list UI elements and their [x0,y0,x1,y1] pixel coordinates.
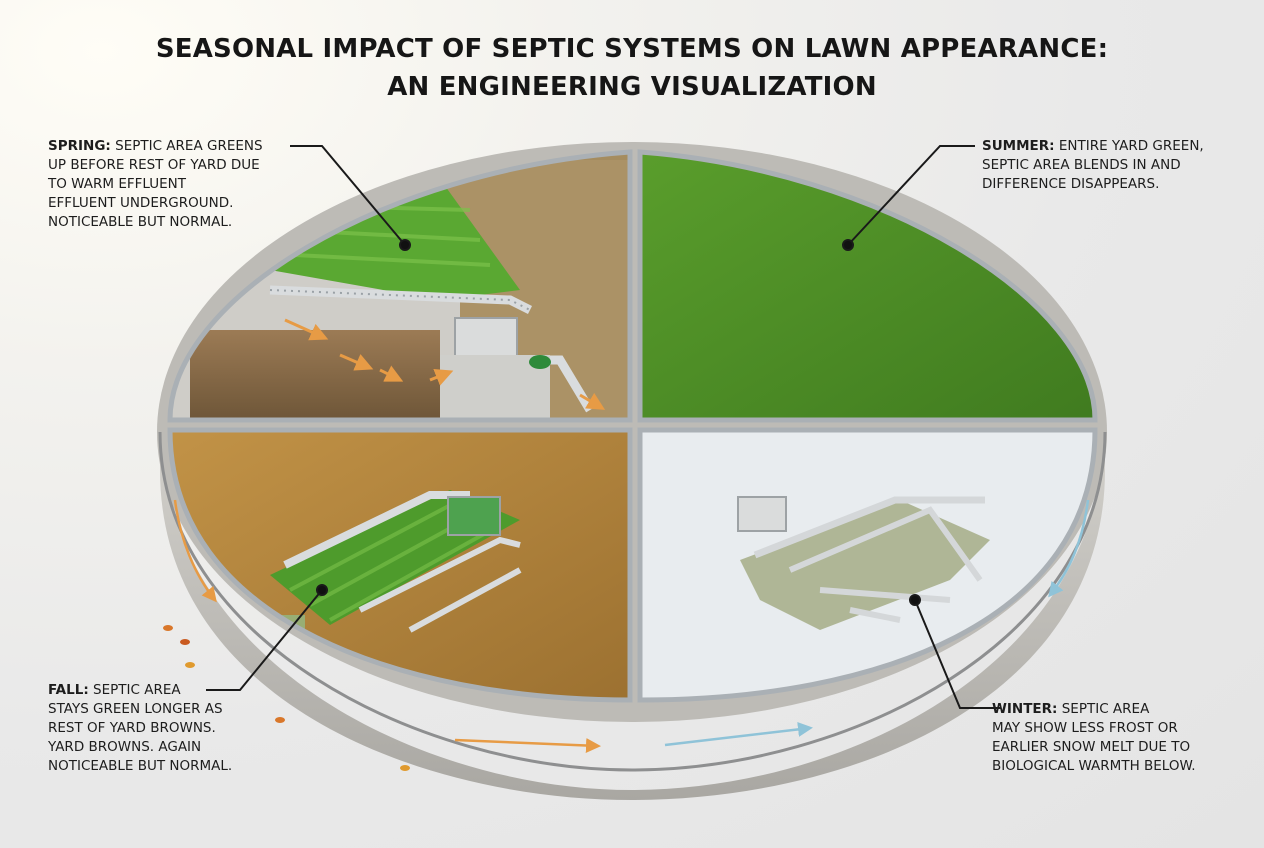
winter-text-4: BIOLOGICAL WARMTH BELOW. [992,758,1196,774]
winter-leader-line [914,599,1001,709]
flow-arrows [173,499,1090,753]
winter-quadrant [640,430,1095,700]
summer-leader-dot [842,239,854,251]
fall-leader-line [206,589,323,691]
spring-leader-line [290,145,406,246]
spring-text-5: NOTICEABLE BUT NORMAL. [48,214,233,230]
summer-text-2: SEPTIC AREA BLENDS IN AND [982,157,1181,173]
fall-leader-dot [316,584,328,596]
winter-text-2: MAY SHOW LESS FROST OR [992,720,1178,736]
callout-summer: SUMMER: ENTIRE YARD GREEN, SEPTIC AREA B… [982,137,1204,194]
fall-text-1: SEPTIC AREA [93,682,181,698]
winter-leader-dot [909,594,921,606]
summer-leader-line [847,145,975,246]
spring-text-1: SEPTIC AREA GREENS [115,138,263,154]
fall-text-2: STAYS GREEN LONGER AS [48,701,223,717]
spring-season-label: SPRING: [48,138,111,154]
callout-winter: WINTER: SEPTIC AREA MAY SHOW LESS FROST … [992,700,1196,776]
spring-text-2: UP BEFORE REST OF YARD DUE [48,157,260,173]
spring-leader-dot [399,239,411,251]
winter-season-label: WINTER: [992,701,1058,717]
callout-leaders [206,145,1001,709]
quadrant-frames [167,149,1098,703]
callout-spring: SPRING: SEPTIC AREA GREENS UP BEFORE RES… [48,137,263,232]
title-line-1: SEASONAL IMPACT OF SEPTIC SYSTEMS ON LAW… [155,34,1109,64]
callout-fall: FALL: SEPTIC AREA STAYS GREEN LONGER AS … [48,681,232,776]
fall-season-label: FALL: [48,682,89,698]
summer-text-3: DIFFERENCE DISAPPEARS. [982,176,1160,192]
title-line-2: AN ENGINEERING VISUALIZATION [387,72,877,102]
fall-text-5: NOTICEABLE BUT NORMAL. [48,758,233,774]
fall-text-3: REST OF YARD BROWNS. [48,720,216,736]
spring-text-3: TO WARM EFFLUENT [48,176,186,192]
summer-season-label: SUMMER: [982,138,1055,154]
fallen-leaves [163,625,410,771]
winter-text-1: SEPTIC AREA [1061,701,1150,717]
winter-text-3: EARLIER SNOW MELT DUE TO [992,739,1191,755]
page-title: SEASONAL IMPACT OF SEPTIC SYSTEMS ON LAW… [0,30,1264,106]
spring-text-4: EFFLUENT UNDERGROUND. [48,195,234,211]
fall-text-4: YARD BROWNS. AGAIN [48,739,202,755]
summer-text-1: ENTIRE YARD GREEN, [1058,138,1204,154]
